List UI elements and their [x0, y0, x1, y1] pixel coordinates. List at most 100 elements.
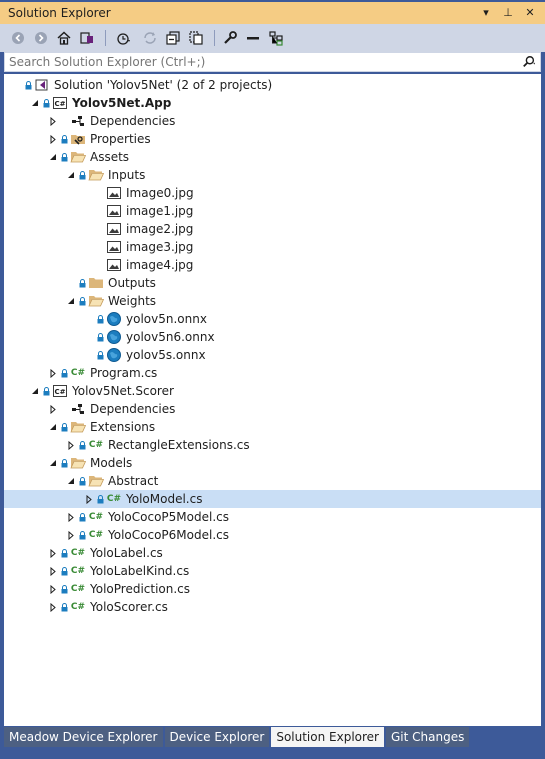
tree-item-label: Abstract: [108, 474, 159, 488]
csharp-badge: C#: [70, 602, 86, 612]
tree-item[interactable]: Weights: [4, 292, 541, 310]
tree-item[interactable]: Inputs: [4, 166, 541, 184]
expanded-arrow-icon[interactable]: [64, 166, 78, 184]
home-button[interactable]: [54, 28, 74, 48]
source-control-lock-icon: [42, 94, 51, 112]
tree-item-label: Yolov5Net.App: [72, 96, 172, 110]
tree-item[interactable]: Dependencies: [4, 400, 541, 418]
collapsed-arrow-icon[interactable]: [46, 580, 60, 598]
collapsed-arrow-icon[interactable]: [46, 112, 60, 130]
search-input[interactable]: [5, 53, 518, 71]
collapsed-arrow-icon[interactable]: [46, 544, 60, 562]
pin-icon[interactable]: ⊥: [503, 6, 513, 19]
tree-item[interactable]: C# YoloLabel.cs: [4, 544, 541, 562]
tree-item[interactable]: C#Program.cs: [4, 364, 541, 382]
tree-item[interactable]: yolov5s.onnx: [4, 346, 541, 364]
collapsed-arrow-icon[interactable]: [46, 598, 60, 616]
tree-item-label: YoloPrediction.cs: [90, 582, 191, 596]
source-control-lock-icon: [78, 436, 87, 454]
tree-item[interactable]: Image0.jpg: [4, 184, 541, 202]
expanded-arrow-icon[interactable]: [64, 472, 78, 490]
close-icon[interactable]: ✕: [525, 6, 535, 19]
tree-item-label: image1.jpg: [126, 204, 194, 218]
tree-item[interactable]: C#YoloScorer.cs: [4, 598, 541, 616]
expanded-arrow-icon[interactable]: [46, 454, 60, 472]
dependencies-icon: [70, 401, 86, 417]
tree-item[interactable]: image3.jpg: [4, 238, 541, 256]
tree-item[interactable]: image4.jpg: [4, 256, 541, 274]
tree-item[interactable]: yolov5n6.onnx: [4, 328, 541, 346]
source-control-lock-icon: [60, 454, 69, 472]
forward-button[interactable]: [31, 28, 51, 48]
no-expander: [82, 202, 96, 220]
tree-item[interactable]: C#YoloCocoP6Model.cs: [4, 526, 541, 544]
tree-item-label: Dependencies: [90, 114, 176, 128]
properties-button[interactable]: [220, 28, 240, 48]
csproj-icon: C#: [52, 95, 68, 111]
collapsed-arrow-icon[interactable]: [46, 364, 60, 382]
tree-item-label: YoloLabel.cs: [90, 546, 163, 560]
class-view-button[interactable]: [266, 28, 286, 48]
no-lock: [96, 184, 105, 202]
collapsed-arrow-icon[interactable]: [64, 508, 78, 526]
tree-item[interactable]: Solution 'Yolov5Net' (2 of 2 projects): [4, 76, 541, 94]
collapsed-arrow-icon[interactable]: [46, 562, 60, 580]
preview-selected-items-button[interactable]: [243, 28, 263, 48]
tree-item[interactable]: C#YoloCocoP5Model.cs: [4, 508, 541, 526]
window-position-dropdown-icon[interactable]: ▾: [483, 6, 489, 19]
switch-views-button[interactable]: [77, 28, 97, 48]
tree-item-label: YoloCocoP5Model.cs: [108, 510, 229, 524]
tree-item[interactable]: image2.jpg: [4, 220, 541, 238]
collapsed-arrow-icon[interactable]: [46, 400, 60, 418]
csharp-file-icon: C#: [70, 599, 86, 615]
tree-item[interactable]: Properties: [4, 130, 541, 148]
tree-item[interactable]: Outputs: [4, 274, 541, 292]
pending-changes-filter-button[interactable]: [111, 28, 137, 48]
tree-item[interactable]: C#YoloLabelKind.cs: [4, 562, 541, 580]
tree-item-label: YoloCocoP6Model.cs: [108, 528, 229, 542]
tab-solution-explorer[interactable]: Solution Explorer: [271, 727, 384, 747]
source-control-lock-icon: [60, 418, 69, 436]
tree-item-label: yolov5n6.onnx: [126, 330, 215, 344]
collapsed-arrow-icon[interactable]: [82, 490, 96, 508]
expanded-arrow-icon[interactable]: [46, 418, 60, 436]
tree-item[interactable]: C#YoloPrediction.cs: [4, 580, 541, 598]
expanded-arrow-icon[interactable]: [46, 148, 60, 166]
show-all-files-button[interactable]: [186, 28, 206, 48]
tree-item[interactable]: Assets: [4, 148, 541, 166]
tree-item[interactable]: C#RectangleExtensions.cs: [4, 436, 541, 454]
collapsed-arrow-icon[interactable]: [64, 436, 78, 454]
search-icon[interactable]: [518, 55, 540, 69]
tab-meadow-device-explorer[interactable]: Meadow Device Explorer: [4, 727, 163, 747]
tree-item-label: Assets: [90, 150, 130, 164]
tree-item-label: yolov5s.onnx: [126, 348, 206, 362]
tree-item[interactable]: Models: [4, 454, 541, 472]
back-button[interactable]: [8, 28, 28, 48]
tree-item-label: Outputs: [108, 276, 156, 290]
sync-button[interactable]: [140, 28, 160, 48]
tree-item[interactable]: image1.jpg: [4, 202, 541, 220]
tree-item[interactable]: C#YoloModel.cs: [4, 490, 541, 508]
tree-item-label: RectangleExtensions.cs: [108, 438, 250, 452]
tree-item[interactable]: Extensions: [4, 418, 541, 436]
tree-item[interactable]: C#Yolov5Net.Scorer: [4, 382, 541, 400]
tree-item[interactable]: C# Yolov5Net.App: [4, 94, 541, 112]
expanded-arrow-icon[interactable]: [64, 292, 78, 310]
tab-device-explorer[interactable]: Device Explorer: [164, 727, 270, 747]
expanded-arrow-icon[interactable]: [28, 382, 42, 400]
csharp-badge: C#: [70, 548, 86, 558]
tree-item[interactable]: Abstract: [4, 472, 541, 490]
expanded-arrow-icon[interactable]: [28, 94, 42, 112]
tree-item-label: Dependencies: [90, 402, 176, 416]
folder-open-icon: [88, 473, 104, 489]
source-control-lock-icon: [60, 544, 69, 562]
tree-item[interactable]: yolov5n.onnx: [4, 310, 541, 328]
collapsed-arrow-icon[interactable]: [46, 130, 60, 148]
csharp-file-icon: C#: [106, 491, 122, 507]
collapsed-arrow-icon[interactable]: [64, 526, 78, 544]
tree-item-label: image4.jpg: [126, 258, 194, 272]
tab-git-changes[interactable]: Git Changes: [386, 727, 470, 747]
collapse-all-button[interactable]: [163, 28, 183, 48]
tree-item[interactable]: Dependencies: [4, 112, 541, 130]
